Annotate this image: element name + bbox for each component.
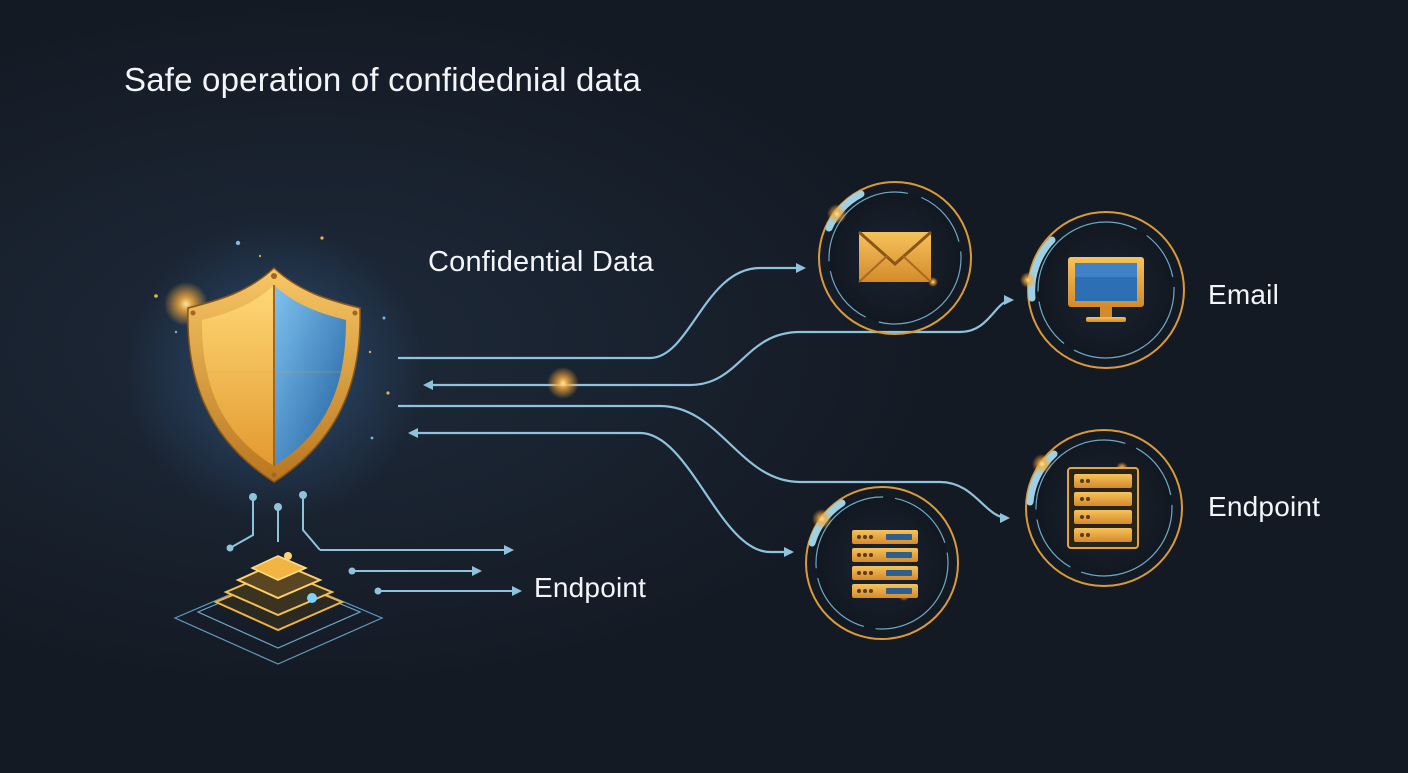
connector-node [226,544,234,552]
label-confidential-data: Confidential Data [428,246,654,278]
stack-connectors [229,495,321,551]
monitor-icon [1068,257,1144,322]
data-packet-glow [547,367,579,399]
flow-line-to-server-bottom [639,431,794,557]
stack-arrows [320,545,522,596]
flow-line-to-server-right [398,404,1010,523]
envelope-icon [858,230,932,283]
layers-stack-icon [173,552,384,665]
shield-icon [124,222,424,522]
arrow-tail-dot [374,587,382,595]
label-endpoint-right: Endpoint [1208,491,1321,522]
server-rack-icon [1067,467,1139,549]
label-endpoint-bottom: Endpoint [534,572,647,603]
node-server-right [1025,429,1183,587]
server-rack-icon [852,530,918,598]
connector-node [249,493,257,501]
page-title: Safe operation of confidednial data [124,61,642,98]
connector-node [274,503,282,511]
node-envelope [818,181,972,335]
arrow-tail-dot [348,567,356,575]
label-email: Email [1208,279,1280,310]
flow-line-to-email [398,263,806,360]
node-server-bottom [805,486,959,640]
flow-lines [398,263,1014,557]
flow-line-to-monitor [689,295,1014,387]
node-monitor [1020,211,1185,369]
connector-node [299,491,307,499]
